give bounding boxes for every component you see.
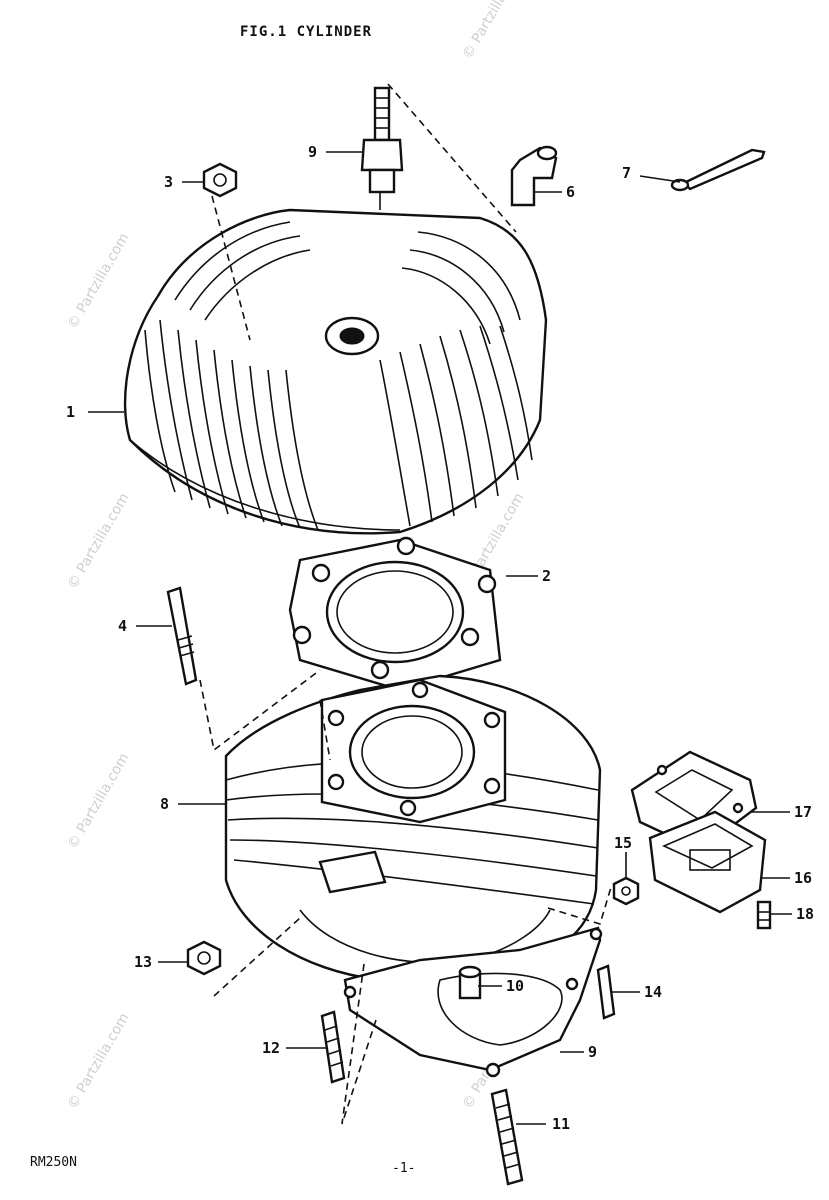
callout-13[interactable]: 13	[134, 953, 152, 971]
callout-11[interactable]: 11	[552, 1115, 570, 1133]
callout-7[interactable]: 7	[622, 164, 631, 182]
page-number: -1-	[392, 1161, 415, 1176]
callout-9-top[interactable]: 9	[308, 143, 317, 161]
callout-16[interactable]: 16	[794, 869, 812, 887]
spark-plug-cap[interactable]	[510, 145, 558, 207]
cylinder-base-nut[interactable]	[186, 940, 222, 976]
watermark-text: © Partzilla.com	[65, 230, 133, 332]
watermark-text: © Partzilla.com	[65, 490, 133, 592]
callout-14[interactable]: 14	[644, 983, 662, 1001]
cable-clamp[interactable]	[670, 148, 766, 192]
callout-1[interactable]: 1	[66, 403, 75, 421]
exhaust-nut[interactable]	[612, 876, 640, 906]
model-code: RM250N	[30, 1155, 77, 1170]
callout-4[interactable]: 4	[118, 617, 127, 635]
watermark-text: © Partzilla.com	[65, 1010, 133, 1112]
cylinder-head-gasket[interactable]	[288, 536, 502, 692]
exhaust-stud[interactable]	[596, 964, 616, 1020]
callout-labels: 1 2 3 4 6 7 8 9 9 10 11 12 13 14 15 16 1…	[66, 143, 814, 1133]
cylinder-head[interactable]	[123, 208, 548, 535]
watermark-text: © Partzilla.com	[65, 750, 133, 852]
dowel-pin[interactable]	[458, 965, 482, 1000]
callout-15[interactable]: 15	[614, 834, 632, 852]
callout-6[interactable]: 6	[566, 183, 575, 201]
cylinder-stud-bolt[interactable]	[166, 586, 198, 686]
assembly-guide-lines	[199, 83, 613, 1125]
callout-12[interactable]: 12	[262, 1039, 280, 1057]
spark-plug[interactable]	[360, 86, 404, 210]
cylinder-head-nut[interactable]	[202, 162, 238, 198]
callout-10[interactable]: 10	[506, 977, 524, 995]
cylinder[interactable]	[224, 674, 602, 982]
callout-leaders	[88, 151, 792, 1125]
reed-valve-bolt[interactable]	[756, 900, 772, 930]
callout-8[interactable]: 8	[160, 795, 169, 813]
short-stud-bolt[interactable]	[320, 1010, 346, 1084]
watermark-text: © Partzilla.com	[460, 0, 528, 62]
reed-valve[interactable]	[648, 810, 767, 914]
callout-3[interactable]: 3	[164, 173, 173, 191]
figure-title: FIG.1 CYLINDER	[240, 24, 372, 40]
long-stud-bolt[interactable]	[490, 1088, 524, 1186]
callout-2[interactable]: 2	[542, 567, 551, 585]
callout-18[interactable]: 18	[796, 905, 814, 923]
callout-17[interactable]: 17	[794, 803, 812, 821]
callout-9-bottom[interactable]: 9	[588, 1043, 597, 1061]
